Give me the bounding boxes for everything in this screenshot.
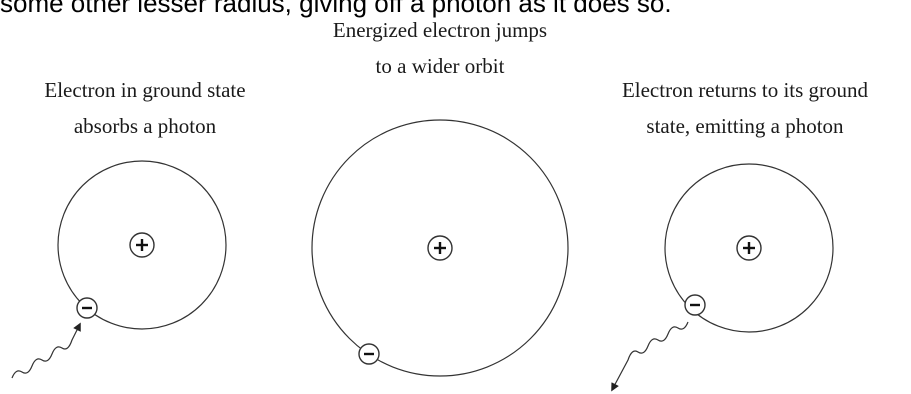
orbit-small bbox=[664, 163, 834, 333]
caption-line: state, emitting a photon bbox=[646, 114, 844, 138]
caption-energized-jump: Energized electron jumps to a wider orbi… bbox=[290, 12, 590, 84]
caption-line: Electron in ground state bbox=[44, 78, 246, 102]
atom-ground-absorbing bbox=[11, 160, 227, 379]
nucleus-positive bbox=[129, 232, 155, 258]
atom-energized-wide-orbit bbox=[311, 119, 569, 377]
orbit-large bbox=[311, 119, 569, 377]
caption-line: to a wider orbit bbox=[375, 54, 505, 78]
caption-line: Electron returns to its ground bbox=[621, 78, 869, 102]
nucleus-positive bbox=[736, 235, 762, 261]
electron-negative bbox=[76, 297, 98, 319]
incoming-photon-wave bbox=[11, 322, 81, 379]
caption-ground-state-absorbs: Electron in ground state absorbs a photo… bbox=[0, 72, 290, 144]
electron-negative bbox=[684, 294, 706, 316]
caption-returns-emitting: Electron returns to its ground state, em… bbox=[580, 72, 910, 144]
atom-ground-emitting bbox=[611, 163, 834, 392]
electron-negative bbox=[358, 343, 380, 365]
nucleus-positive bbox=[427, 235, 453, 261]
outgoing-photon-wave bbox=[611, 321, 689, 392]
orbit-small bbox=[57, 160, 227, 330]
caption-line: absorbs a photon bbox=[73, 114, 217, 138]
caption-line: Energized electron jumps bbox=[332, 18, 548, 42]
partial-header-text: some other lesser radius, giving off a p… bbox=[0, 0, 672, 18]
